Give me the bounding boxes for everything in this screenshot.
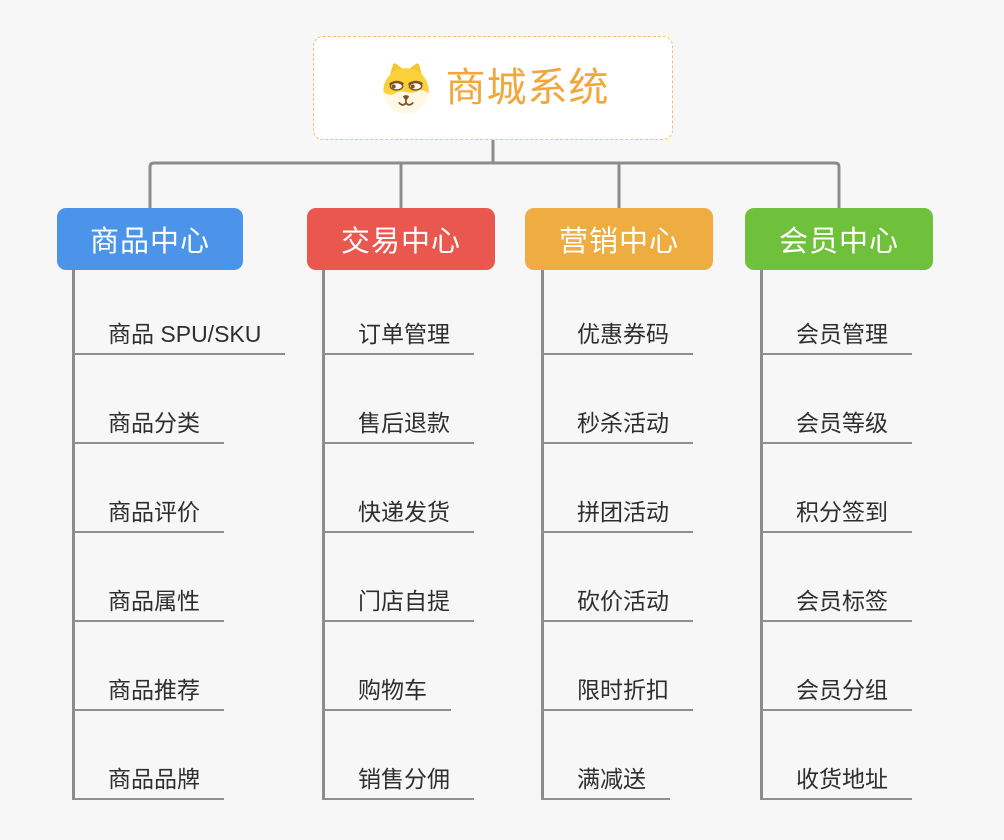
column-trade: 订单管理 售后退款 快递发货 门店自提 购物车 销售分佣 xyxy=(322,270,474,800)
tree-item: 收货地址 xyxy=(760,711,912,800)
tree-item-label[interactable]: 会员等级 xyxy=(760,411,912,444)
tree-item-label[interactable]: 会员分组 xyxy=(760,678,912,711)
column-member: 会员管理 会员等级 积分签到 会员标签 会员分组 收货地址 xyxy=(760,270,912,800)
tree-item-label[interactable]: 商品分类 xyxy=(72,411,224,444)
tree-item: 商品属性 xyxy=(72,533,285,622)
tree-item: 限时折扣 xyxy=(541,622,693,711)
tree-item-label[interactable]: 订单管理 xyxy=(322,322,474,355)
tree-item: 拼团活动 xyxy=(541,444,693,533)
tree-item: 商品 SPU/SKU xyxy=(72,270,286,355)
branch-box-member[interactable]: 会员中心 xyxy=(745,208,933,270)
tree-item-label[interactable]: 拼团活动 xyxy=(541,500,693,533)
tree-item-label[interactable]: 销售分佣 xyxy=(322,767,474,800)
root-title: 商城系统 xyxy=(445,66,610,110)
branch-label: 营销中心 xyxy=(558,226,679,258)
tree-item-label[interactable]: 售后退款 xyxy=(322,411,474,444)
tree-item-label[interactable]: 门店自提 xyxy=(322,589,474,622)
tree-item: 门店自提 xyxy=(322,533,474,622)
tree-item: 快递发货 xyxy=(322,444,474,533)
tree-item: 商品评价 xyxy=(72,444,285,533)
tree-item: 售后退款 xyxy=(322,355,474,444)
tree-item-label[interactable]: 收货地址 xyxy=(760,767,912,800)
tree-item: 商品分类 xyxy=(72,355,285,444)
tree-item-label[interactable]: 满减送 xyxy=(541,767,670,800)
tree-item: 砍价活动 xyxy=(541,533,693,622)
branch-label: 会员中心 xyxy=(778,226,899,258)
branch-box-marketing[interactable]: 营销中心 xyxy=(525,208,713,270)
branch-label: 交易中心 xyxy=(340,226,461,258)
tree-item-label[interactable]: 会员管理 xyxy=(760,322,912,355)
tree-item: 商品品牌 xyxy=(72,711,285,800)
branch-label: 商品中心 xyxy=(89,226,210,258)
tree-item-label[interactable]: 秒杀活动 xyxy=(541,411,693,444)
tree-item: 订单管理 xyxy=(322,270,474,355)
tree-item-label[interactable]: 购物车 xyxy=(322,678,451,711)
root-node[interactable]: 商城系统 xyxy=(313,36,673,140)
tree-item-label[interactable]: 优惠券码 xyxy=(541,322,693,355)
branch-box-trade[interactable]: 交易中心 xyxy=(307,208,495,270)
tree-item: 优惠券码 xyxy=(541,270,693,355)
tree-item: 秒杀活动 xyxy=(541,355,693,444)
tree-item-label[interactable]: 商品属性 xyxy=(72,589,224,622)
tree-item: 销售分佣 xyxy=(322,711,474,800)
tree-item: 会员等级 xyxy=(760,355,912,444)
tree-item: 积分签到 xyxy=(760,444,912,533)
tree-item: 满减送 xyxy=(541,711,693,800)
tree-item: 会员分组 xyxy=(760,622,912,711)
tree-item-label[interactable]: 会员标签 xyxy=(760,589,912,622)
tree-item: 商品推荐 xyxy=(72,622,285,711)
tree-item-label[interactable]: 限时折扣 xyxy=(541,678,693,711)
column-product: 商品 SPU/SKU 商品分类 商品评价 商品属性 商品推荐 商品品牌 xyxy=(72,270,286,800)
branch-box-product[interactable]: 商品中心 xyxy=(57,208,243,270)
tree-item-label[interactable]: 积分签到 xyxy=(760,500,912,533)
tree-item: 会员管理 xyxy=(760,270,912,355)
tree-item-label[interactable]: 砍价活动 xyxy=(541,589,693,622)
tree-item-label[interactable]: 快递发货 xyxy=(322,500,474,533)
tree-item-label[interactable]: 商品评价 xyxy=(72,500,224,533)
column-marketing: 优惠券码 秒杀活动 拼团活动 砍价活动 限时折扣 满减送 xyxy=(541,270,693,800)
tree-item: 购物车 xyxy=(322,622,474,711)
tree-item: 会员标签 xyxy=(760,533,912,622)
tree-item-label[interactable]: 商品品牌 xyxy=(72,767,224,800)
tree-item-label[interactable]: 商品 SPU/SKU xyxy=(72,322,286,355)
doge-icon xyxy=(382,63,429,114)
tree-item-label[interactable]: 商品推荐 xyxy=(72,678,224,711)
